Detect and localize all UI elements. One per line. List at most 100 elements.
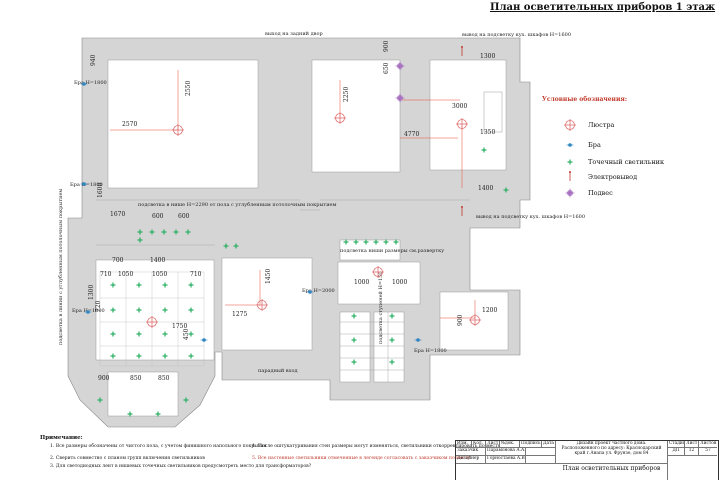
- dim-900: 900: [383, 40, 390, 52]
- note-item: 2. Сверить совместно с планом групп вклю…: [50, 456, 205, 461]
- legend-label: Подвес: [588, 189, 613, 197]
- legend-label: Бра: [588, 141, 601, 149]
- stamp-sheet-title: План осветительных приборов: [556, 464, 668, 480]
- label-bra-b: Бра Н=1800: [70, 182, 103, 188]
- dim-1670: 1670: [110, 211, 125, 218]
- dim-2550: 2550: [185, 81, 192, 96]
- label-bra-d: Бра Н=1800: [414, 348, 447, 354]
- dimension-lines: [110, 70, 476, 319]
- dim-700: 700: [112, 257, 124, 264]
- room-corridor: [221, 257, 313, 351]
- dim-3000: 3000: [452, 103, 467, 110]
- fixture-box: [483, 91, 503, 133]
- dim-650: 650: [383, 62, 390, 74]
- label-niche-backlight-short: подсветка ниши размеры см.развертку: [340, 248, 444, 254]
- room-bay: [107, 371, 179, 417]
- stair-right: [373, 311, 405, 383]
- note-item: 3. Для светодиодных лент в нишевых точеч…: [50, 464, 312, 469]
- legend-item-chandelier: Люстра: [560, 118, 614, 132]
- dim-1300b: 1300: [88, 285, 95, 300]
- dim-1200: 1200: [482, 307, 497, 314]
- stamp-header: Дата: [542, 441, 556, 448]
- inner-lines: [96, 199, 470, 382]
- legend-item-spot: Точечный светильник: [560, 155, 664, 169]
- dim-1400b: 1400: [150, 257, 165, 264]
- label-bra-h2000: Бра Н=2000: [302, 288, 335, 294]
- dim-710b: 710: [190, 271, 202, 278]
- dim-1050: 1050: [118, 271, 133, 278]
- stamp-role: Заказчик: [456, 448, 486, 456]
- notes: Примечание: 1. Все размеры обозначены от…: [40, 435, 500, 480]
- dim-850b: 850: [158, 375, 170, 382]
- dimensions: 940 2570 2550 2250 3000 1300 900 650 477…: [88, 40, 497, 382]
- dim-900c: 900: [457, 314, 464, 326]
- dim-900b: 900: [98, 375, 110, 382]
- dim-600b: 600: [178, 213, 190, 220]
- page-title: План осветительных приборов 1 этаж: [490, 2, 716, 13]
- room-stair-hall: [337, 261, 421, 305]
- stamp-stage-value: 12: [685, 448, 699, 456]
- stamp-stage-header: Лист: [685, 441, 699, 448]
- legend-label: Точечный светильник: [588, 158, 665, 166]
- stamp-stage-header: Листов: [699, 441, 717, 448]
- title-block: Изм. Кол. Лист №док. Подпись Дата Заказч…: [455, 440, 719, 480]
- stamp-header: Подпись: [520, 441, 542, 448]
- spot-light-icon: [566, 158, 574, 166]
- label-bra-a: Бра Н=1800: [74, 80, 107, 86]
- dim-720: 720: [95, 300, 102, 312]
- dim-2570: 2570: [122, 121, 137, 128]
- dim-1000b: 1000: [392, 279, 407, 286]
- dim-1450: 1450: [265, 269, 272, 284]
- stamp-header: Лист: [486, 441, 500, 448]
- dim-4770: 4770: [404, 131, 419, 138]
- note-item: 5. Все настенные светильники отмеченные …: [252, 456, 471, 461]
- stamp-header: №док.: [500, 441, 520, 448]
- stamp-project: Дизайн проект частного дома. Расположенн…: [556, 441, 668, 464]
- dim-450: 450: [183, 328, 190, 340]
- dim-1350: 1350: [480, 129, 495, 136]
- dim-710: 710: [100, 271, 112, 278]
- dim-1275: 1275: [232, 311, 247, 318]
- legend-item-sconce: Бра: [560, 138, 601, 152]
- stamp-signature: [526, 456, 556, 464]
- legend-item-outlet: Электровывод: [560, 170, 637, 184]
- stamp-role: Дизайнер: [456, 456, 486, 464]
- note-item: 1. Все размеры обозначены от чистого пол…: [50, 444, 267, 449]
- stamp-stage-value: 57: [699, 448, 717, 456]
- label-stair-light: подсветка ступеней Н=150: [378, 271, 384, 344]
- stamp-stage-value: ДП: [668, 448, 685, 456]
- sconce-icon: [566, 142, 574, 148]
- label-niche-backlight: подсветка в нише Н=2290 от пола с углубл…: [138, 201, 336, 208]
- label-outlet-kitchen-top: вывод на подсветку кух. шкафов Н=1600: [462, 31, 571, 38]
- niche: [339, 239, 401, 261]
- chandelier-icon: [563, 118, 577, 132]
- room-living: [107, 59, 259, 189]
- stamp-name: Парамонова А.А.: [486, 448, 526, 456]
- dim-850: 850: [130, 375, 142, 382]
- label-outlet-kitchen-right: вывод на подсветку кух. шкафов Н=1600: [476, 213, 585, 220]
- dim-1400: 1400: [478, 185, 493, 192]
- legend-item-pendant: Подвес: [560, 186, 613, 200]
- dim-1300: 1300: [480, 53, 495, 60]
- room-hall: [95, 259, 215, 361]
- room-kitchen: [311, 59, 401, 173]
- dim-940: 940: [90, 54, 97, 66]
- outlet-icon: [568, 170, 572, 182]
- note-item: 4. После оштукатуривания стен размеры мо…: [252, 444, 501, 449]
- stamp-name: Горностаева А.В.: [486, 456, 526, 464]
- legend-label: Электровывод: [588, 173, 638, 181]
- rooms: [95, 59, 509, 417]
- stamp-stage-header: Стадия: [668, 441, 685, 448]
- pendant-icon: [565, 188, 575, 198]
- dim-1050b: 1050: [152, 271, 167, 278]
- dim-1750: 1750: [172, 323, 187, 330]
- dim-600: 600: [152, 213, 164, 220]
- stamp-header: Изм.: [456, 441, 472, 448]
- plan-labels: выход на задний двор парадный вход вывод…: [57, 31, 585, 374]
- notes-title: Примечание:: [40, 435, 83, 441]
- label-front-entrance: парадный вход: [258, 368, 298, 374]
- stair-left: [339, 311, 371, 383]
- legend-title: Условные обозначения:: [542, 96, 628, 103]
